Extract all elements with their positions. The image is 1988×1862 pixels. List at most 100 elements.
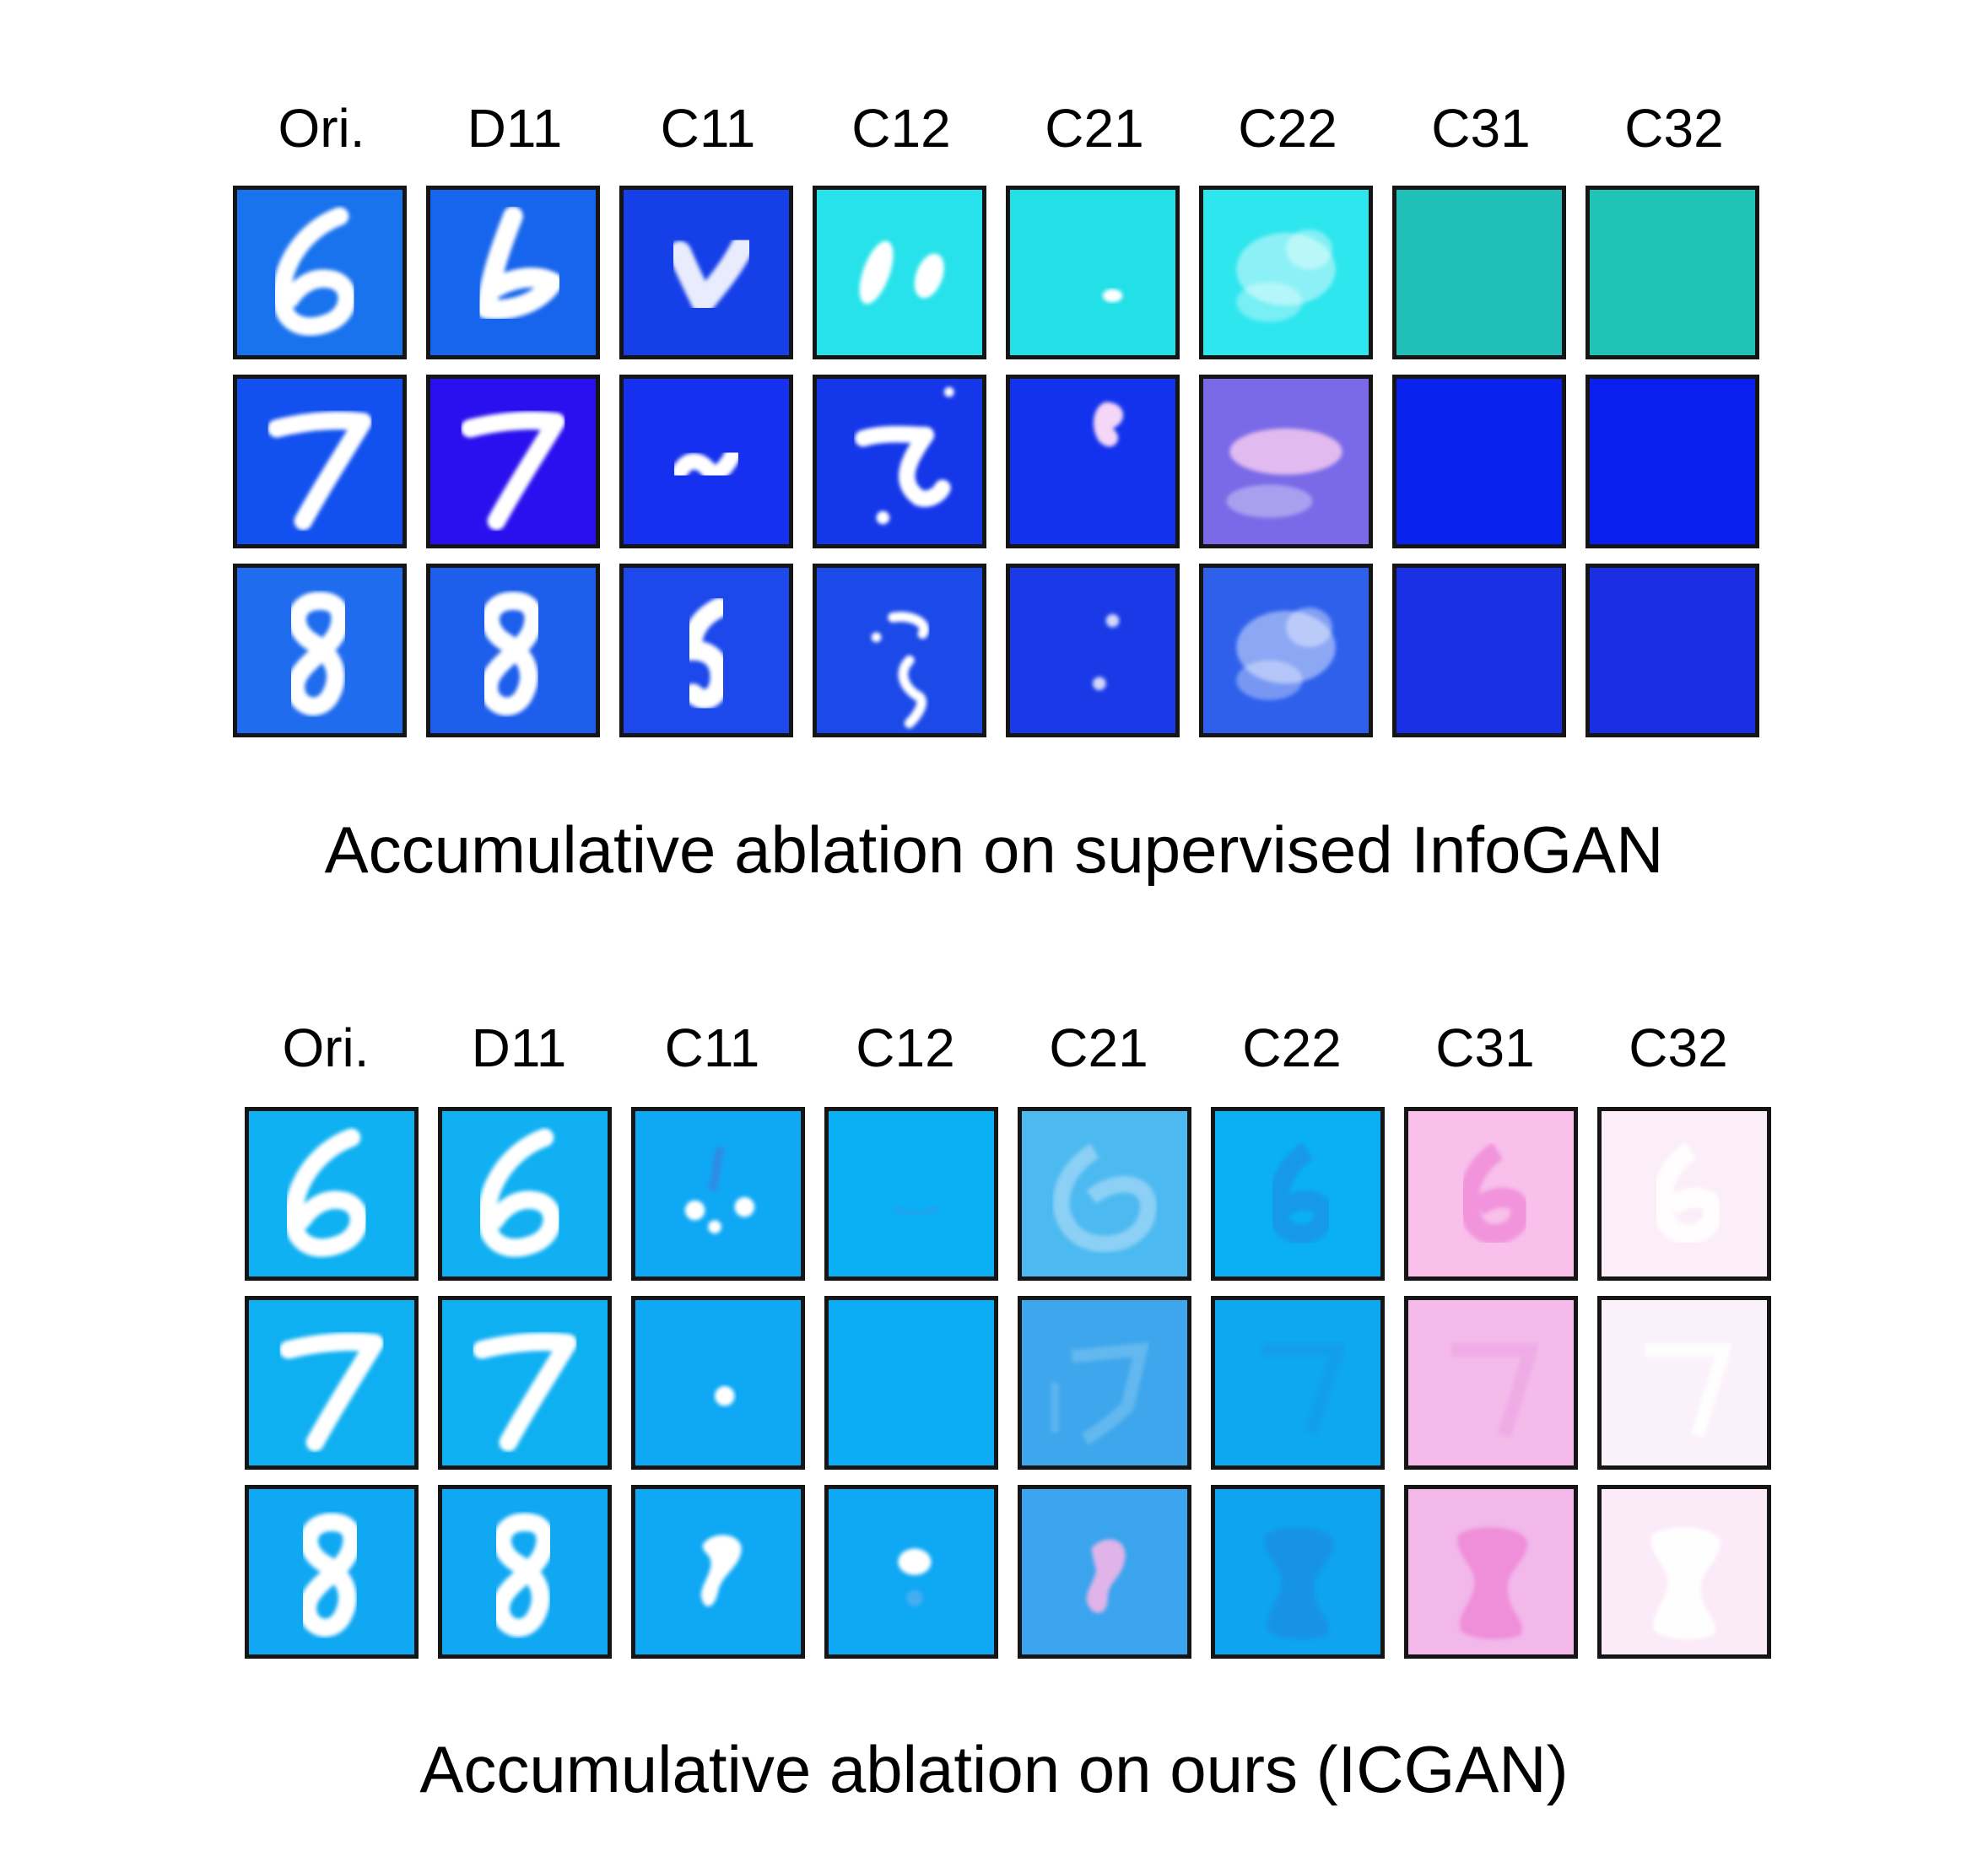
digit-render: [284, 1128, 369, 1257]
digit-render: [473, 1332, 577, 1452]
column-label-ori: Ori.: [282, 1017, 370, 1078]
column-label-c12: C12: [856, 1017, 955, 1078]
digit-render: [1396, 568, 1562, 733]
digit-6-c12-tile: [813, 186, 986, 359]
digit-6-c21-tile: [1006, 186, 1180, 359]
digit-8-c21-tile: [1018, 1485, 1191, 1659]
digit-6-c22-tile: [1211, 1107, 1385, 1281]
digit-7-d11-tile: [426, 375, 600, 548]
digit-render: [267, 411, 372, 531]
digit-7-c12-tile: [824, 1296, 998, 1470]
digit-render: [1458, 1142, 1532, 1244]
digit-7-c32-tile: [1586, 375, 1759, 548]
digit-render: [1093, 613, 1120, 691]
digit-7-c22-tile: [1199, 375, 1373, 548]
panel-caption: Accumulative ablation on supervised Info…: [324, 812, 1664, 887]
digit-render: [1267, 1142, 1335, 1244]
digit-render: [476, 206, 563, 320]
digit-7-c21-tile: [1006, 375, 1180, 548]
column-label-c22: C22: [1242, 1017, 1342, 1078]
column-label-c11: C11: [664, 1017, 760, 1078]
digit-8-c32-tile: [1597, 1485, 1771, 1659]
digit-render: [286, 591, 350, 715]
digit-render: [478, 1128, 562, 1257]
digit-6-d11-tile: [438, 1107, 612, 1281]
column-label-c11: C11: [660, 98, 756, 159]
digit-8-c32-tile: [1586, 564, 1759, 737]
digit-render: [1396, 190, 1562, 355]
digit-render: [1094, 402, 1124, 447]
digit-7-c11-tile: [619, 375, 793, 548]
digit-6-c12-tile: [824, 1107, 998, 1281]
column-header-row: Ori. D11 C11 C12 C21 C22 C31 C32: [0, 1014, 1988, 1082]
digit-render: [1236, 607, 1336, 700]
digit-render: [1396, 379, 1562, 544]
digit-6-c21-tile: [1018, 1107, 1191, 1281]
column-label-c32: C32: [1629, 1017, 1728, 1078]
digit-render: [1051, 1341, 1150, 1445]
digit-render: [667, 234, 754, 314]
column-header-row: Ori. D11 C11 C12 C21 C22 C31 C32: [0, 94, 1988, 162]
digit-8-c21-tile: [1006, 564, 1180, 737]
column-label-ori: Ori.: [278, 98, 365, 159]
digit-render: [684, 1145, 755, 1234]
digit-7-c31-tile: [1404, 1296, 1578, 1470]
digit-6-ori-tile: [233, 186, 407, 359]
digit-render: [1590, 190, 1755, 355]
panel-caption: Accumulative ablation on ours (ICGAN): [419, 1732, 1569, 1806]
digit-render: [273, 207, 357, 336]
digit-6-ori-tile: [245, 1107, 419, 1281]
digit-7-c21-tile: [1018, 1296, 1191, 1470]
digit-render: [1650, 1527, 1721, 1639]
digit-render: [893, 1204, 940, 1218]
digit-7-d11-tile: [438, 1296, 612, 1470]
digit-render: [1590, 379, 1755, 544]
column-label-c32: C32: [1624, 98, 1724, 159]
digit-render: [1086, 1539, 1126, 1613]
digit-8-c11-tile: [631, 1485, 805, 1659]
digit-render: [1651, 1142, 1725, 1244]
digit-8-c31-tile: [1404, 1485, 1578, 1659]
digit-7-c31-tile: [1392, 375, 1566, 548]
digit-render: [1236, 229, 1336, 322]
digit-render: [898, 1548, 932, 1607]
digit-render: [871, 612, 929, 729]
column-label-c22: C22: [1238, 98, 1337, 159]
digit-6-c32-tile: [1597, 1107, 1771, 1281]
column-label-d11: D11: [471, 1017, 567, 1078]
digit-render: [1264, 1527, 1335, 1639]
digit-7-c32-tile: [1597, 1296, 1771, 1470]
digit-8-c12-tile: [824, 1485, 998, 1659]
digit-render: [715, 1385, 735, 1406]
digit-7-ori-tile: [233, 375, 407, 548]
column-label-c31: C31: [1435, 1017, 1535, 1078]
digit-render: [1226, 428, 1342, 518]
digit-render: [1052, 1143, 1157, 1253]
column-label-c12: C12: [851, 98, 951, 159]
digit-render: [1457, 1527, 1528, 1639]
digit-8-d11-tile: [438, 1485, 612, 1659]
digit-6-c31-tile: [1392, 186, 1566, 359]
digit-6-c11-tile: [631, 1107, 805, 1281]
digit-render: [479, 591, 543, 715]
digit-6-c32-tile: [1586, 186, 1759, 359]
column-label-c21: C21: [1049, 1017, 1148, 1078]
digit-render: [1590, 568, 1755, 733]
digit-render: [859, 240, 944, 305]
digit-render: [682, 597, 731, 710]
digit-7-c11-tile: [631, 1296, 805, 1470]
digit-render: [1102, 289, 1123, 303]
digit-render: [1261, 1342, 1347, 1435]
digit-6-c31-tile: [1404, 1107, 1578, 1281]
digit-render: [855, 386, 954, 525]
digit-8-ori-tile: [245, 1485, 419, 1659]
digit-7-c22-tile: [1211, 1296, 1385, 1470]
digit-6-c22-tile: [1199, 186, 1373, 359]
digit-render: [279, 1332, 384, 1452]
digit-6-d11-tile: [426, 186, 600, 359]
digit-render: [298, 1513, 362, 1637]
digit-render: [491, 1513, 555, 1637]
digit-8-ori-tile: [233, 564, 407, 737]
digit-7-c12-tile: [813, 375, 986, 548]
digit-render: [829, 1300, 994, 1465]
